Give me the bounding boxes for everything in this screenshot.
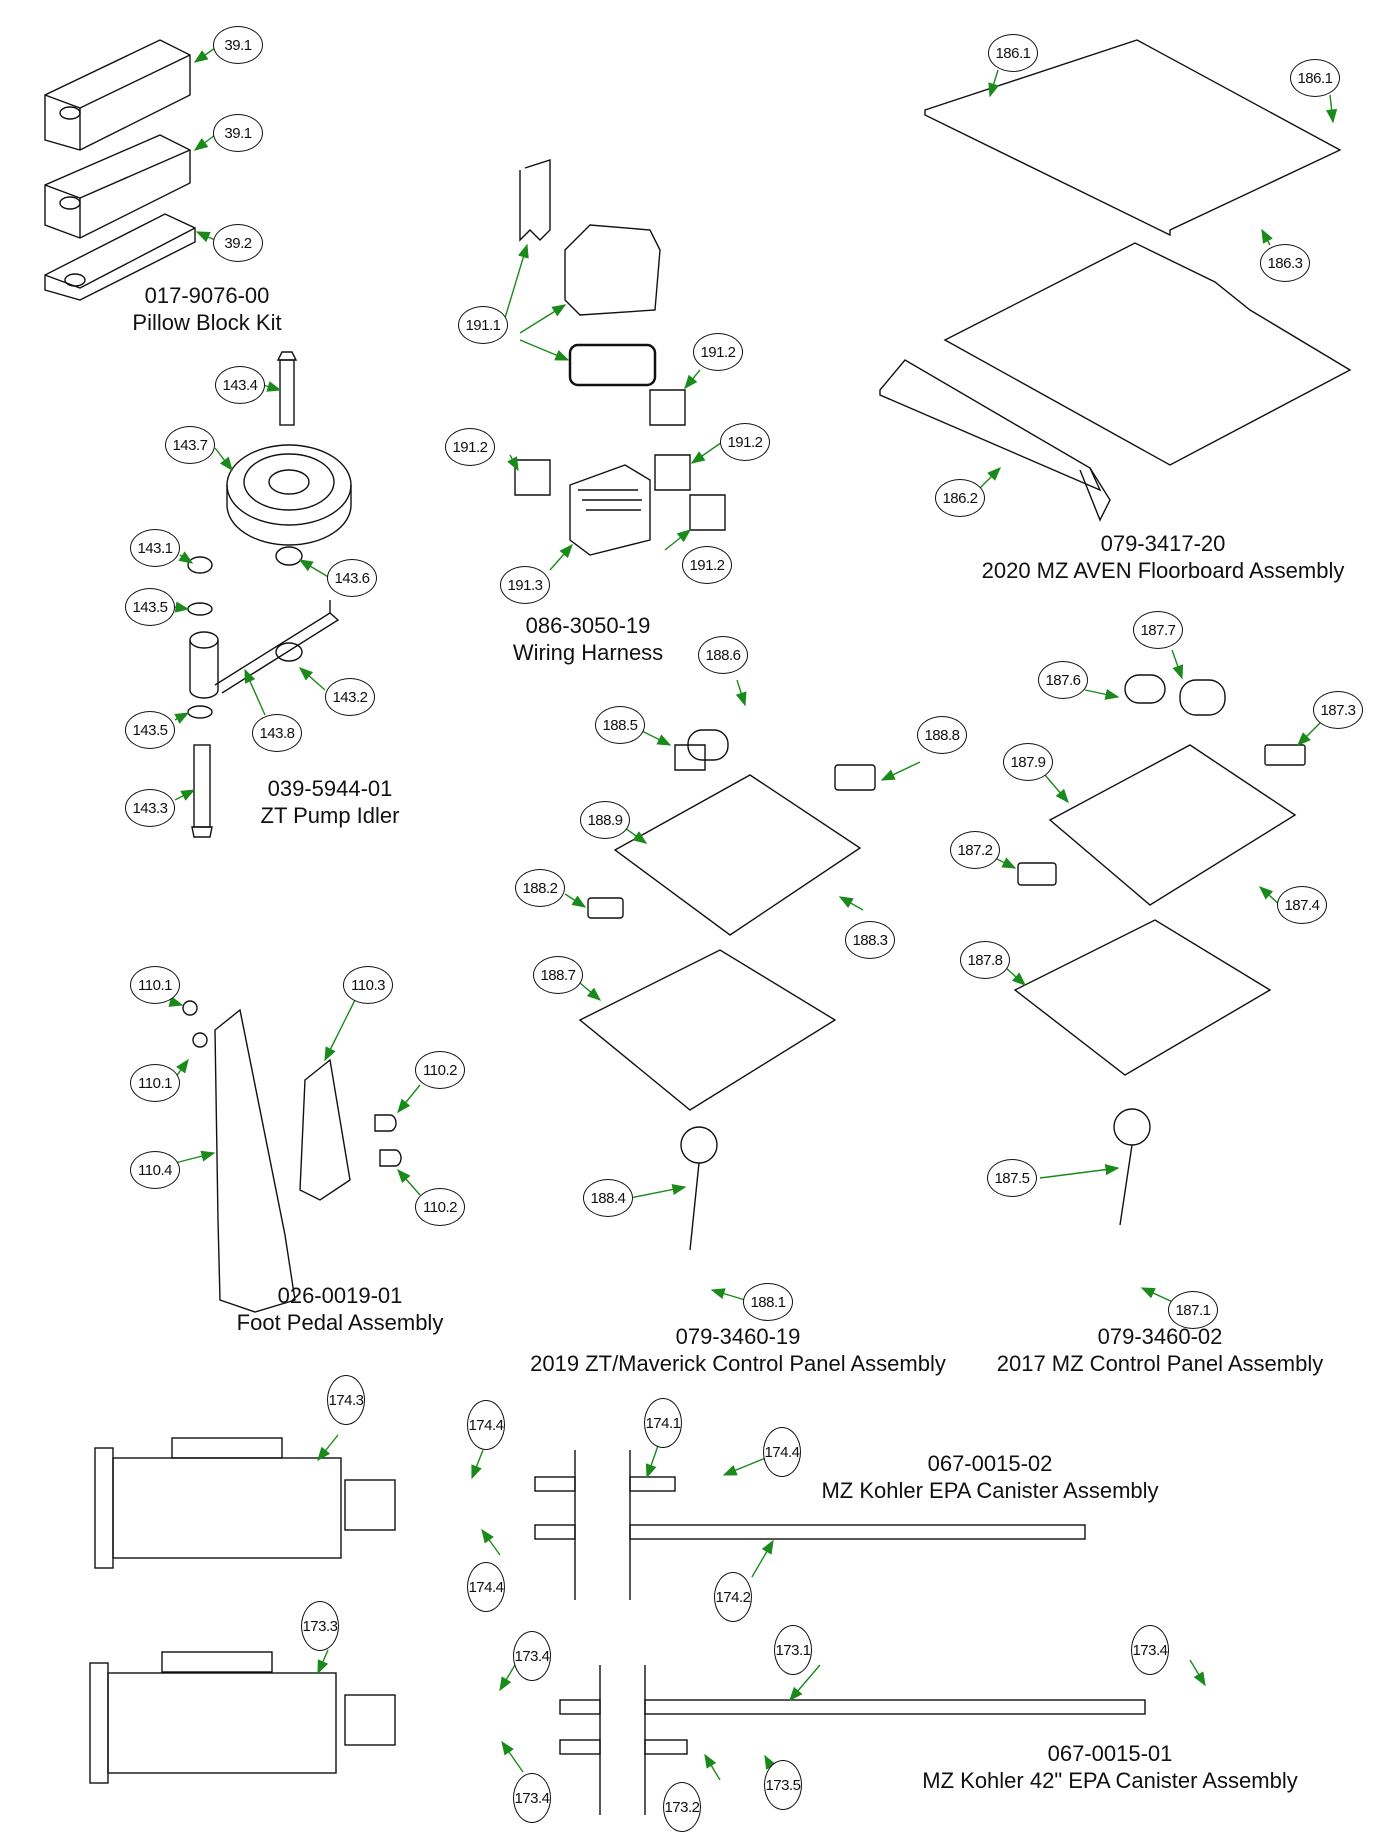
pillow-block-drawing	[44, 39, 196, 301]
callout-bubble: 143.2	[325, 678, 375, 716]
callout-bubble: 143.1	[130, 529, 180, 567]
callout-bubble: 188.3	[845, 921, 895, 959]
callout-bubble: 110.1	[130, 1064, 180, 1102]
callout-bubble: 174.2	[714, 1572, 752, 1622]
callout-bubble: 110.1	[130, 966, 180, 1004]
canister-01-drawing	[89, 1651, 1146, 1815]
callout-bubble: 186.2	[935, 479, 985, 517]
callout-bubble: 174.3	[327, 1375, 365, 1425]
callout-bubble: 174.4	[467, 1562, 505, 1612]
callout-bubble: 188.9	[580, 801, 630, 839]
part-number: 079-3460-02	[1097, 1324, 1223, 1349]
callout-bubble: 188.2	[515, 869, 565, 907]
callout-bubble: 143.4	[215, 366, 265, 404]
callout-bubble: 188.6	[698, 636, 748, 674]
callout-bubble: 191.2	[682, 546, 732, 584]
control-panel-2017-drawing	[1013, 674, 1306, 1226]
assembly-name: MZ Kohler EPA Canister Assembly	[821, 1478, 1159, 1503]
callout-bubble: 191.2	[720, 423, 770, 461]
pump-idler-drawing	[187, 351, 352, 838]
assembly-title: 017-9076-00 Pillow Block Kit	[132, 282, 281, 336]
callout-bubble: 143.7	[165, 426, 215, 464]
assembly-name: Pillow Block Kit	[132, 310, 282, 335]
callout-bubble: 39.1	[213, 114, 263, 152]
assembly-name: 2019 ZT/Maverick Control Panel Assembly	[530, 1351, 946, 1376]
assembly-title: 026-0019-01 Foot Pedal Assembly	[237, 1282, 444, 1336]
callout-bubble: 191.1	[458, 306, 508, 344]
callout-bubble: 191.2	[445, 428, 495, 466]
leader-arrows	[168, 47, 1338, 1781]
foot-pedal-drawing	[182, 1000, 402, 1313]
callout-bubble: 187.1	[1168, 1291, 1218, 1329]
callout-bubble: 188.7	[533, 956, 583, 994]
callout-bubble: 39.1	[213, 26, 263, 64]
callout-bubble: 187.5	[987, 1159, 1037, 1197]
callout-bubble: 110.4	[130, 1151, 180, 1189]
callout-bubble: 188.8	[917, 716, 967, 754]
part-number: 026-0019-01	[277, 1283, 403, 1308]
callout-bubble: 187.4	[1277, 886, 1327, 924]
assembly-name: ZT Pump Idler	[260, 803, 400, 828]
callout-bubble: 186.1	[988, 34, 1038, 72]
assembly-title: 079-3460-19 2019 ZT/Maverick Control Pan…	[530, 1323, 946, 1377]
assembly-title: 079-3417-20 2020 MZ AVEN Floorboard Asse…	[982, 530, 1345, 584]
callout-bubble: 174.1	[644, 1398, 682, 1448]
callout-bubble: 173.1	[774, 1625, 812, 1675]
callout-bubble: 187.6	[1038, 661, 1088, 699]
callout-bubble: 174.4	[763, 1427, 801, 1477]
callout-bubble: 188.5	[595, 706, 645, 744]
part-number: 079-3417-20	[1100, 531, 1226, 556]
floorboard-drawing	[879, 39, 1352, 522]
callout-bubble: 110.2	[415, 1188, 465, 1226]
callout-bubble: 187.3	[1313, 691, 1363, 729]
callout-bubble: 174.4	[467, 1400, 505, 1450]
callout-bubble: 186.3	[1260, 244, 1310, 282]
assembly-name: 2017 MZ Control Panel Assembly	[996, 1351, 1324, 1376]
part-number: 017-9076-00	[144, 283, 270, 308]
assembly-title: 039-5944-01 ZT Pump Idler	[261, 775, 400, 829]
callout-bubble: 39.2	[213, 224, 263, 262]
assembly-title: 086-3050-19 Wiring Harness	[513, 612, 663, 666]
assembly-name: MZ Kohler 42" EPA Canister Assembly	[922, 1768, 1298, 1793]
callout-bubble: 188.1	[743, 1283, 793, 1321]
callout-bubble: 143.3	[125, 789, 175, 827]
assembly-title: 067-0015-01 MZ Kohler 42" EPA Canister A…	[922, 1740, 1297, 1794]
callout-bubble: 143.5	[125, 588, 175, 626]
callout-bubble: 188.4	[583, 1179, 633, 1217]
callout-bubble: 173.5	[764, 1760, 802, 1810]
part-number: 039-5944-01	[267, 776, 393, 801]
assembly-name: Foot Pedal Assembly	[236, 1310, 444, 1335]
callout-bubble: 173.3	[301, 1601, 339, 1651]
part-number: 067-0015-02	[927, 1451, 1053, 1476]
part-number: 079-3460-19	[675, 1324, 801, 1349]
callout-bubble: 173.4	[513, 1631, 551, 1681]
callout-bubble: 143.6	[327, 559, 377, 597]
callout-bubble: 143.5	[125, 711, 175, 749]
callout-bubble: 187.9	[1003, 743, 1053, 781]
callout-bubble: 191.3	[500, 566, 550, 604]
callout-bubble: 110.2	[415, 1051, 465, 1089]
assembly-name: Wiring Harness	[512, 640, 664, 665]
callout-bubble: 187.7	[1133, 611, 1183, 649]
control-panel-2019-drawing	[578, 729, 876, 1251]
callout-bubble: 173.4	[513, 1773, 551, 1823]
callout-bubble: 143.8	[252, 714, 302, 752]
assembly-name: 2020 MZ AVEN Floorboard Assembly	[981, 558, 1345, 583]
callout-bubble: 186.1	[1290, 59, 1340, 97]
callout-bubble: 110.3	[343, 966, 393, 1004]
callout-bubble: 191.2	[693, 333, 743, 371]
assembly-title: 079-3460-02 2017 MZ Control Panel Assemb…	[997, 1323, 1324, 1377]
callout-bubble: 187.8	[960, 941, 1010, 979]
callout-bubble: 187.2	[950, 831, 1000, 869]
wiring-harness-drawing	[514, 159, 726, 556]
part-number: 086-3050-19	[525, 613, 651, 638]
callout-bubble: 173.4	[1131, 1625, 1169, 1675]
canister-02-drawing	[94, 1437, 1086, 1600]
callout-bubble: 173.2	[663, 1782, 701, 1832]
part-number: 067-0015-01	[1047, 1741, 1173, 1766]
assembly-title: 067-0015-02 MZ Kohler EPA Canister Assem…	[821, 1450, 1158, 1504]
